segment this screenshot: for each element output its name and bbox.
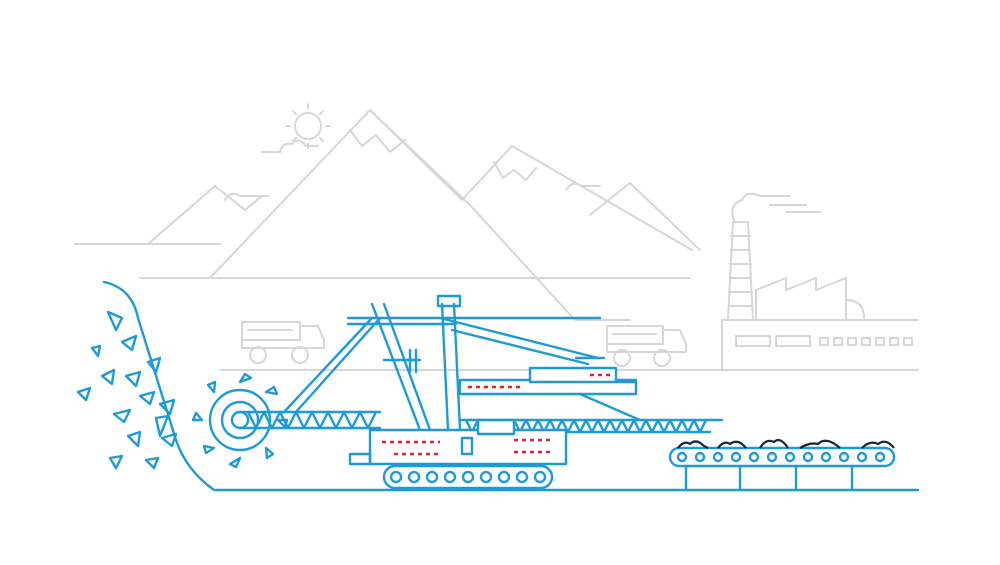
excavator-boom	[238, 410, 382, 430]
rock-fragment-icon	[108, 454, 124, 470]
rock-fragment-icon	[90, 344, 102, 358]
coal-pile-icon	[677, 438, 895, 449]
rock-fragment-icon	[126, 430, 142, 448]
rock-fragment-icon	[144, 456, 160, 470]
landscape-background	[74, 103, 919, 371]
crawler-tracks	[382, 464, 554, 490]
smokestack-icon	[727, 192, 821, 321]
rock-fragment-icon	[120, 334, 138, 352]
cloud-icon	[224, 139, 601, 201]
bucket-wheel	[191, 372, 289, 469]
rock-fragments	[76, 310, 178, 470]
sun-icon	[285, 103, 331, 149]
bucket-wheel-excavator-icon	[191, 294, 724, 490]
dump-truck-icon	[606, 325, 687, 367]
conveyor-belt-icon	[668, 446, 896, 492]
excavator-body	[348, 418, 568, 466]
rock-fragment-icon	[146, 356, 162, 374]
dump-truck-icon	[241, 321, 325, 364]
rock-fragment-icon	[158, 398, 176, 416]
rock-fragment-icon	[100, 368, 116, 386]
counterweight-arm	[458, 356, 642, 422]
rock-fragment-icon	[138, 390, 156, 406]
rock-fragment-icon	[154, 414, 170, 438]
mountain-icon	[147, 109, 701, 321]
rock-fragment-icon	[112, 408, 132, 424]
rock-fragment-icon	[160, 432, 178, 448]
excavator-tower	[282, 294, 602, 432]
mine-wall	[102, 280, 216, 492]
rock-fragment-icon	[106, 310, 124, 332]
rock-fragment-icon	[124, 370, 142, 388]
factory-icon	[721, 277, 919, 371]
rock-fragment-icon	[76, 386, 92, 402]
